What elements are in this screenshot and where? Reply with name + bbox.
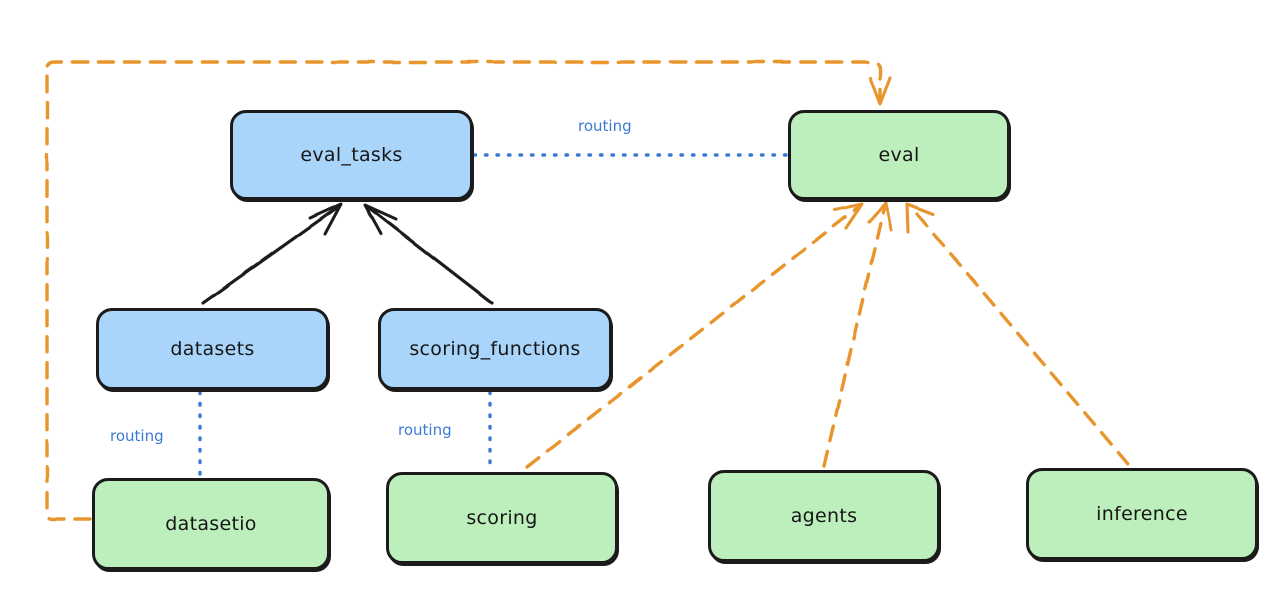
node-label-eval-tasks: eval_tasks [300,144,403,166]
node-label-datasets: datasets [170,338,255,360]
node-scoring-functions[interactable]: scoring_functions [378,308,612,390]
edge-label-routing-eval: routing [578,117,632,135]
node-label-agents: agents [790,505,858,527]
edge-label-routing-datasetio: routing [110,427,164,445]
node-inference[interactable]: inference [1026,468,1258,560]
node-datasetio[interactable]: datasetio [92,478,330,570]
edge-agents-to-eval-dependency [822,201,893,468]
node-label-datasetio: datasetio [165,513,257,535]
node-eval-tasks[interactable]: eval_tasks [230,110,473,200]
node-label-inference: inference [1096,503,1188,525]
node-label-scoring-functions: scoring_functions [409,338,581,360]
edge-label-routing-scoring: routing [398,421,452,439]
node-agents[interactable]: agents [708,470,940,562]
node-label-scoring: scoring [466,507,538,529]
node-datasets[interactable]: datasets [96,308,329,390]
node-scoring[interactable]: scoring [386,472,618,564]
edge-scoring-functions-to-eval-tasks [363,203,494,305]
edge-inference-to-eval-dependency [905,202,1130,466]
node-eval[interactable]: eval [788,110,1010,200]
edge-datasets-to-eval-tasks [201,202,343,305]
node-label-eval: eval [878,144,920,166]
